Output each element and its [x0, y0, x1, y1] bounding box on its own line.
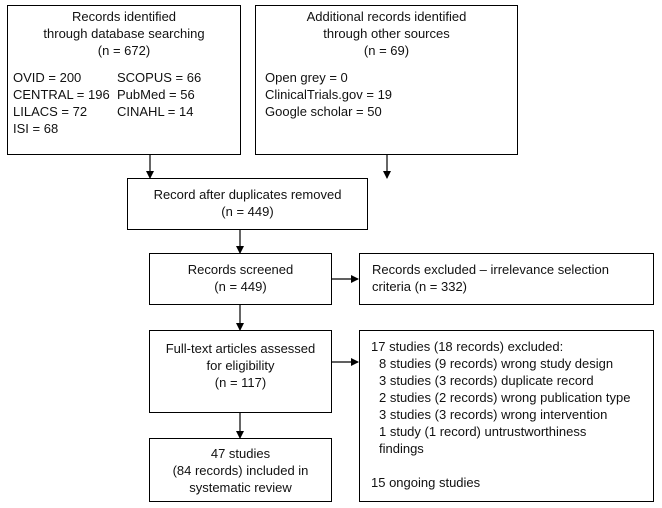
duplicates-removed-box: Record after duplicates removed (n = 449…: [127, 178, 368, 230]
db-sources-left: OVID = 200 CENTRAL = 196 LILACS = 72 ISI…: [13, 69, 117, 137]
db-search-title-line2: through database searching: [43, 26, 205, 41]
included-line1: 47 studies: [210, 446, 271, 461]
exclusion-reason-duplicate: 3 studies (3 records) duplicate record: [379, 373, 594, 388]
excluded-line2: criteria (n = 332): [372, 279, 468, 294]
other-sources-title-line2: through other sources: [323, 26, 450, 41]
db-source-pubmed: PubMed = 56: [117, 87, 195, 102]
other-source-clinicaltrials: ClinicalTrials.gov = 19: [265, 87, 393, 102]
screened-count: (n = 449): [214, 279, 267, 294]
database-search-box: Records identified through database sear…: [7, 5, 241, 155]
included-line3: systematic review: [189, 480, 292, 495]
db-source-cinahl: CINAHL = 14: [117, 104, 194, 119]
exclusion-reason-untrustworthiness-cont: findings: [379, 441, 424, 456]
fulltext-assessed-box: Full-text articles assessed for eligibil…: [149, 330, 332, 413]
other-sources-title-line1: Additional records identified: [306, 9, 467, 24]
db-search-title-line1: Records identified: [71, 9, 177, 24]
included-line2: (84 records) included in: [172, 463, 309, 478]
other-sources-count: (n = 69): [363, 43, 410, 58]
fulltext-line1: Full-text articles assessed: [165, 341, 316, 356]
db-source-central: CENTRAL = 196: [13, 87, 110, 102]
fulltext-excluded-header: 17 studies (18 records) excluded:: [371, 339, 564, 354]
fulltext-excluded-box: 17 studies (18 records) excluded: 8 stud…: [359, 330, 654, 502]
other-source-open-grey: Open grey = 0: [265, 70, 348, 85]
db-sources-right: SCOPUS = 66 PubMed = 56 CINAHL = 14: [117, 69, 240, 137]
other-sources-box: Additional records identified through ot…: [255, 5, 518, 155]
screened-title: Records screened: [187, 262, 294, 277]
db-source-ovid: OVID = 200: [13, 70, 82, 85]
db-source-lilacs: LILACS = 72: [13, 104, 88, 119]
other-source-google-scholar: Google scholar = 50: [265, 104, 382, 119]
exclusion-reason-intervention: 3 studies (3 records) wrong intervention: [379, 407, 608, 422]
db-source-isi: ISI = 68: [13, 121, 59, 136]
fulltext-line2: for eligibility: [206, 358, 275, 373]
included-studies-box: 47 studies (84 records) included in syst…: [149, 438, 332, 502]
ongoing-studies: 15 ongoing studies: [371, 475, 481, 490]
fulltext-count: (n = 117): [214, 375, 267, 390]
dedup-title: Record after duplicates removed: [153, 187, 342, 202]
records-screened-box: Records screened (n = 449): [149, 253, 332, 305]
exclusion-reason-study-design: 8 studies (9 records) wrong study design: [379, 356, 614, 371]
db-search-count: (n = 672): [97, 43, 151, 58]
exclusion-reason-publication-type: 2 studies (2 records) wrong publication …: [379, 390, 631, 405]
exclusion-reason-untrustworthiness: 1 study (1 record) untrustworthiness: [379, 424, 587, 439]
records-excluded-box: Records excluded – irrelevance selection…: [359, 253, 654, 305]
dedup-count: (n = 449): [221, 204, 274, 219]
db-source-scopus: SCOPUS = 66: [117, 70, 202, 85]
excluded-line1: Records excluded – irrelevance selection: [372, 262, 610, 277]
